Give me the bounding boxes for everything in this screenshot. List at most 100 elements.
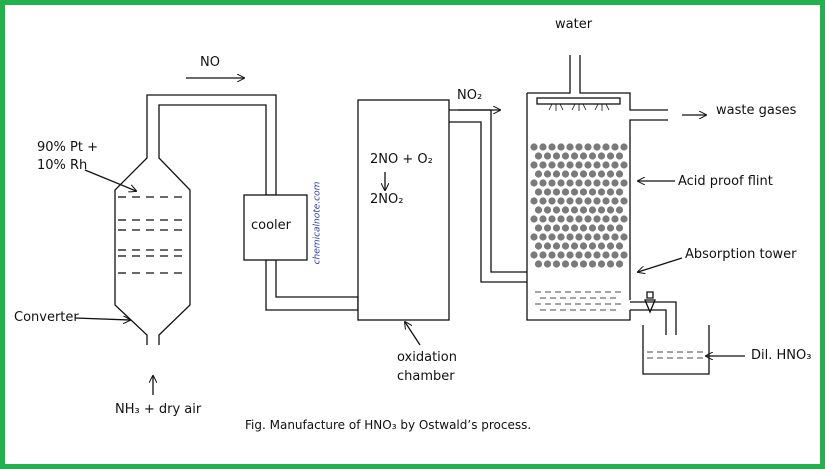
flint-piece xyxy=(579,188,588,196)
flint-piece xyxy=(552,206,561,214)
flint-piece xyxy=(615,170,624,178)
flint-piece xyxy=(584,143,592,151)
flint-piece xyxy=(566,233,574,241)
flint-piece xyxy=(620,143,628,151)
flint-piece xyxy=(539,251,547,259)
flint-piece xyxy=(584,233,592,241)
outlet-pipe xyxy=(630,301,677,335)
flint-piece xyxy=(615,188,624,196)
flint-piece xyxy=(579,206,588,214)
flint-piece xyxy=(597,152,606,160)
flint-piece xyxy=(530,161,538,169)
flint-piece xyxy=(615,260,624,268)
flint-piece xyxy=(548,143,556,151)
flint-piece xyxy=(534,188,543,196)
catalyst-label-line2: 10% Rh xyxy=(37,158,88,173)
oxidation-label-line2: chamber xyxy=(397,369,455,384)
flint-piece xyxy=(566,197,574,205)
flint-piece xyxy=(557,251,565,259)
flint-piece xyxy=(570,242,579,250)
flint-piece xyxy=(548,197,556,205)
flint-piece xyxy=(575,161,583,169)
flint-piece xyxy=(557,143,565,151)
waste-gases-label: waste gases xyxy=(716,103,797,118)
flint-piece xyxy=(530,179,538,187)
flint-piece xyxy=(579,224,588,232)
chamber-pointer xyxy=(405,322,421,346)
flint-piece xyxy=(620,179,628,187)
flint-piece xyxy=(534,260,543,268)
flint-piece xyxy=(620,161,628,169)
flint-piece xyxy=(557,233,565,241)
flint-piece xyxy=(561,170,570,178)
flint-piece xyxy=(557,215,565,223)
acid-proof-flint-packing xyxy=(530,143,628,268)
no-label: NO xyxy=(200,55,220,70)
flint-piece xyxy=(548,215,556,223)
flint-piece xyxy=(530,233,538,241)
flint-piece xyxy=(606,224,615,232)
flint-piece xyxy=(566,161,574,169)
converter-label: Converter xyxy=(14,310,79,325)
flint-piece xyxy=(602,197,610,205)
flint-piece xyxy=(543,206,552,214)
no2-label: NO₂ xyxy=(457,88,483,103)
flint-piece xyxy=(561,188,570,196)
flint-piece xyxy=(530,251,538,259)
flint-piece xyxy=(588,188,597,196)
oxidation-label-line1: oxidation xyxy=(397,350,457,365)
acid-liquid-tower xyxy=(535,291,625,311)
flint-piece xyxy=(548,251,556,259)
flint-piece xyxy=(552,224,561,232)
flint-piece xyxy=(593,179,601,187)
flint-piece xyxy=(593,215,601,223)
flint-piece xyxy=(606,260,615,268)
flint-piece xyxy=(539,143,547,151)
flint-piece xyxy=(552,242,561,250)
reaction-line1: 2NO + O₂ xyxy=(370,152,433,167)
flint-piece xyxy=(539,215,547,223)
reaction-line2: 2NO₂ xyxy=(370,192,404,207)
flint-piece xyxy=(593,233,601,241)
flint-piece xyxy=(543,242,552,250)
flint-piece xyxy=(543,224,552,232)
flint-piece xyxy=(530,215,538,223)
flint-piece xyxy=(588,260,597,268)
dil-acid-liquid xyxy=(647,351,705,359)
flint-piece xyxy=(570,170,579,178)
flint-piece xyxy=(552,188,561,196)
flint-piece xyxy=(552,170,561,178)
flint-piece xyxy=(584,197,592,205)
tap-valve xyxy=(644,291,656,314)
flint-piece xyxy=(611,215,619,223)
flint-piece xyxy=(588,242,597,250)
flint-piece xyxy=(606,188,615,196)
flint-piece xyxy=(602,143,610,151)
flint-piece xyxy=(579,260,588,268)
flint-piece xyxy=(579,152,588,160)
flint-piece xyxy=(602,179,610,187)
flint-piece xyxy=(588,170,597,178)
flint-piece xyxy=(557,179,565,187)
catalyst-pointer xyxy=(84,169,136,191)
flint-piece xyxy=(611,251,619,259)
flint-piece xyxy=(570,224,579,232)
catalyst-label-line1: 90% Pt + xyxy=(37,140,98,155)
flint-piece xyxy=(530,143,538,151)
flint-piece xyxy=(579,242,588,250)
flint-piece xyxy=(575,215,583,223)
flint-piece xyxy=(606,152,615,160)
dil-hno3-label: Dil. HNO₃ xyxy=(751,348,812,363)
flint-piece xyxy=(539,161,547,169)
flint-piece xyxy=(593,161,601,169)
watermark-text: chemicalnote.com xyxy=(312,181,323,265)
flint-piece xyxy=(534,170,543,178)
flint-piece xyxy=(543,170,552,178)
catalyst-gauze xyxy=(118,196,188,274)
flint-piece xyxy=(534,224,543,232)
flint-piece xyxy=(575,179,583,187)
flint-piece xyxy=(588,152,597,160)
flint-piece xyxy=(615,206,624,214)
flint-piece xyxy=(539,197,547,205)
flint-piece xyxy=(611,197,619,205)
